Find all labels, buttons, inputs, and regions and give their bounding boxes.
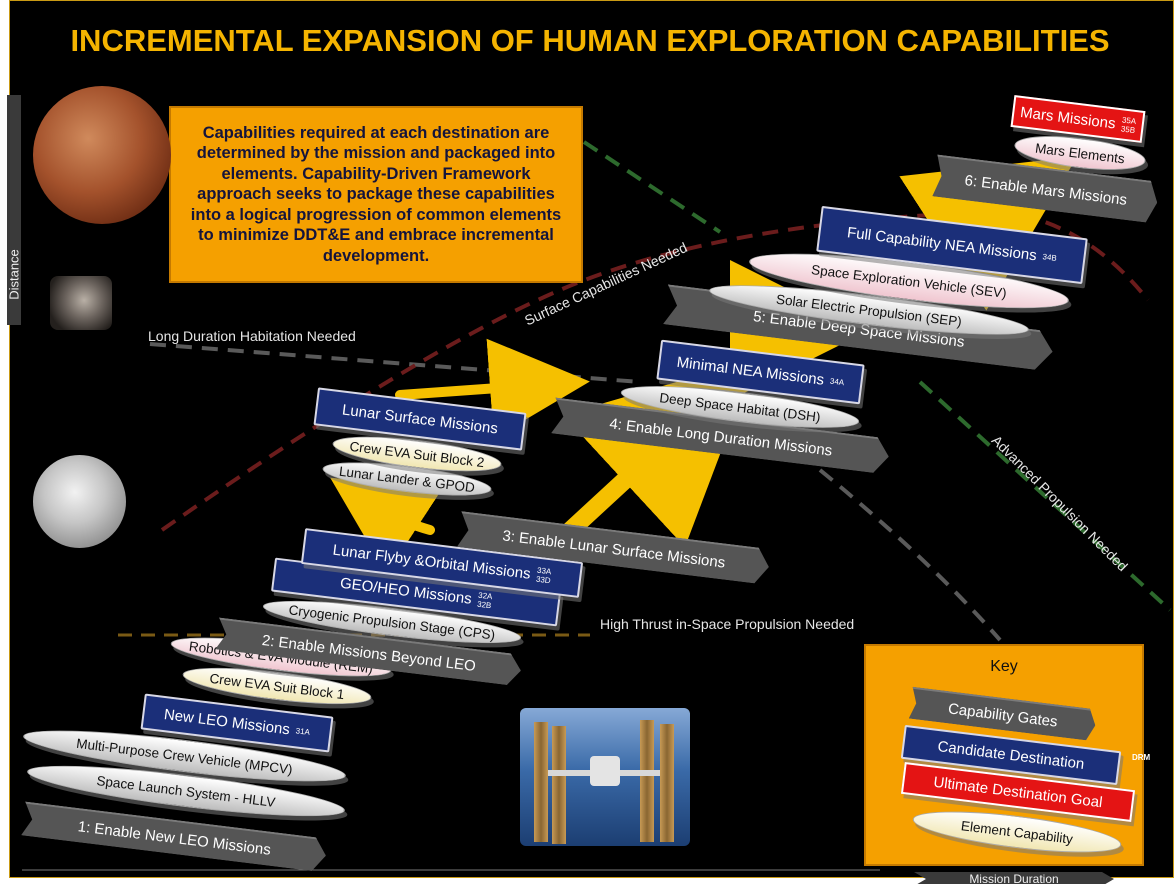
legend-title: Key	[990, 658, 1018, 675]
long-duration-guide-line	[149, 342, 641, 384]
long-duration-guide-line-lower	[818, 468, 1002, 642]
destination-minimal-nea-label: Minimal NEA Missions	[675, 353, 826, 389]
distance-axis-label: Distance	[6, 249, 22, 300]
arrow-lunar-to-nea	[395, 338, 590, 439]
solar-array	[660, 724, 674, 842]
destination-geo-heo-code-2: 32B	[476, 599, 492, 611]
legend-element-label: Element Capability	[960, 817, 1074, 847]
legend-key: Key Capability Gates Candidate Destinati…	[864, 644, 1144, 866]
slide-title: INCREMENTAL EXPANSION OF HUMAN EXPLORATI…	[70, 23, 1110, 58]
framework-callout: Capabilities required at each destinatio…	[169, 106, 583, 283]
solar-array	[534, 722, 548, 842]
solar-array	[640, 720, 654, 842]
destination-full-nea-label: Full Capability NEA Missions	[846, 223, 1038, 264]
destination-minimal-nea-code: 34A	[829, 376, 845, 387]
arrow-leo-to-gate3	[330, 477, 442, 575]
mars-image	[33, 86, 171, 224]
legend-drm-code: DRM	[1132, 753, 1151, 762]
legend-destination-label: Candidate Destination	[936, 737, 1086, 773]
destination-mars-label: Mars Missions	[1019, 103, 1117, 133]
destination-lunar-flyby-code-2: 33D	[535, 574, 552, 586]
long-duration-label: Long Duration Habitation Needed	[148, 328, 356, 344]
asteroid-image	[50, 276, 112, 330]
element-mars-label: Mars Elements	[1034, 140, 1126, 166]
space-station-image	[520, 708, 690, 846]
moon-image	[33, 455, 126, 548]
solar-array	[552, 726, 566, 844]
destination-new-leo-code: 31A	[295, 725, 311, 737]
distance-axis: Distance	[6, 95, 22, 325]
high-thrust-label: High Thrust in-Space Propulsion Needed	[600, 616, 855, 632]
station-module	[590, 756, 620, 786]
destination-mars-code-2: 35B	[1120, 124, 1136, 136]
callout-text: Capabilities required at each destinatio…	[190, 123, 562, 265]
destination-full-nea-code: 34B	[1042, 251, 1058, 263]
legend-gate-label: Capability Gates	[947, 699, 1059, 731]
destination-new-leo-label: New LEO Missions	[163, 705, 291, 738]
advanced-propulsion-guide-line-lower	[918, 380, 1172, 612]
gate-6-label: 6: Enable Mars Missions	[963, 171, 1129, 209]
mission-duration-axis-label: Mission Duration	[914, 872, 1114, 884]
advanced-propulsion-guide-line	[582, 140, 722, 234]
